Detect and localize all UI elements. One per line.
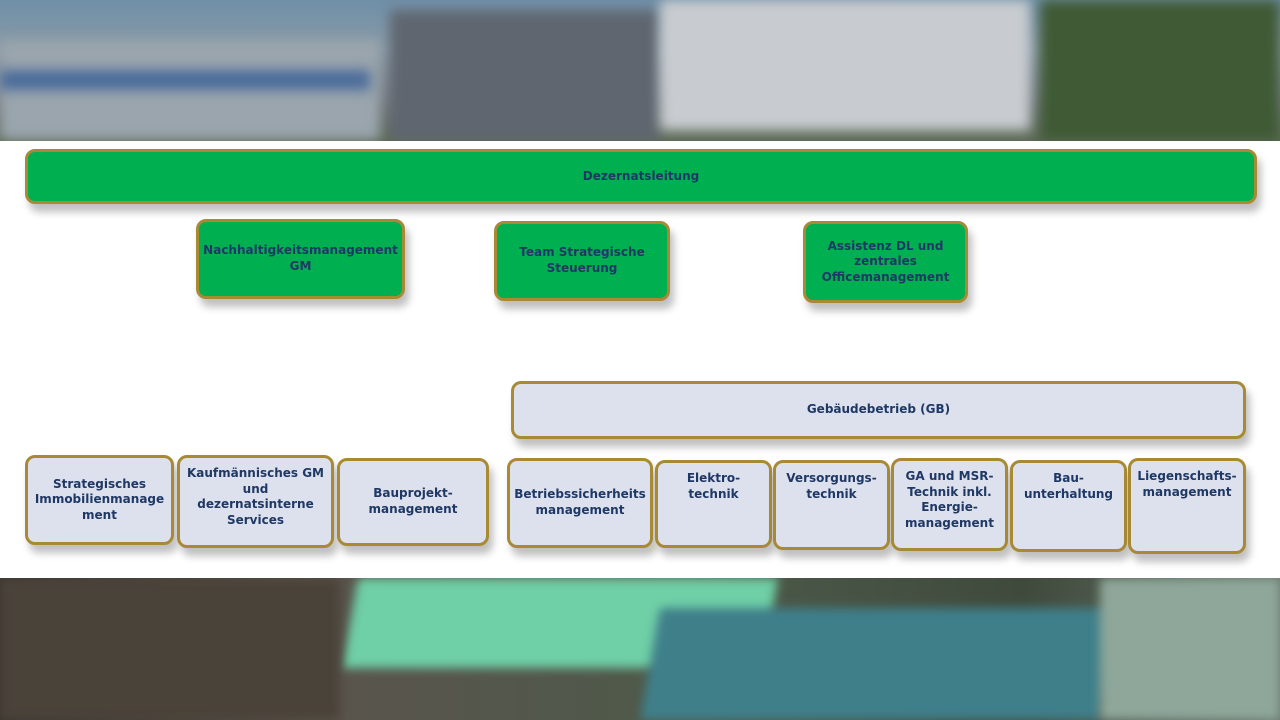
box-strategisches-immobilienmanagement: Strategisches Immobilienmanage ment	[25, 455, 174, 545]
box-elektrotechnik: Elektro-technik	[655, 460, 772, 548]
box-dezernatsleitung: Dezernatsleitung	[25, 149, 1257, 204]
box-ga-und-msr-technik: GA und MSR-Technik inkl. Energie-managem…	[891, 458, 1008, 551]
background-photo-bottom	[0, 578, 1280, 720]
background-photo-top	[0, 0, 1280, 141]
box-gebaeudebetrieb: Gebäudebetrieb (GB)	[511, 381, 1246, 439]
box-nachhaltigkeitsmanagement: Nachhaltigkeitsmanagement GM	[196, 219, 405, 299]
org-chart: Dezernatsleitung Nachhaltigkeitsmanageme…	[0, 141, 1280, 578]
box-kaufmaennisches-gm: Kaufmännisches GM und dezernatsinterne S…	[177, 455, 334, 548]
box-team-strategische-steuerung: Team Strategische Steuerung	[494, 221, 670, 301]
box-versorgungstechnik: Versorgungs-technik	[773, 460, 890, 550]
box-bauprojektmanagement: Bauprojekt-management	[337, 458, 489, 546]
box-liegenschaftsmanagement: Liegenschafts-management	[1128, 458, 1246, 554]
box-bauunterhaltung: Bau-unterhaltung	[1010, 460, 1127, 552]
box-assistenz-dl: Assistenz DL und zentrales Officemanagem…	[803, 221, 968, 303]
box-betriebssicherheitsmanagement: Betriebssicherheits management	[507, 458, 653, 548]
